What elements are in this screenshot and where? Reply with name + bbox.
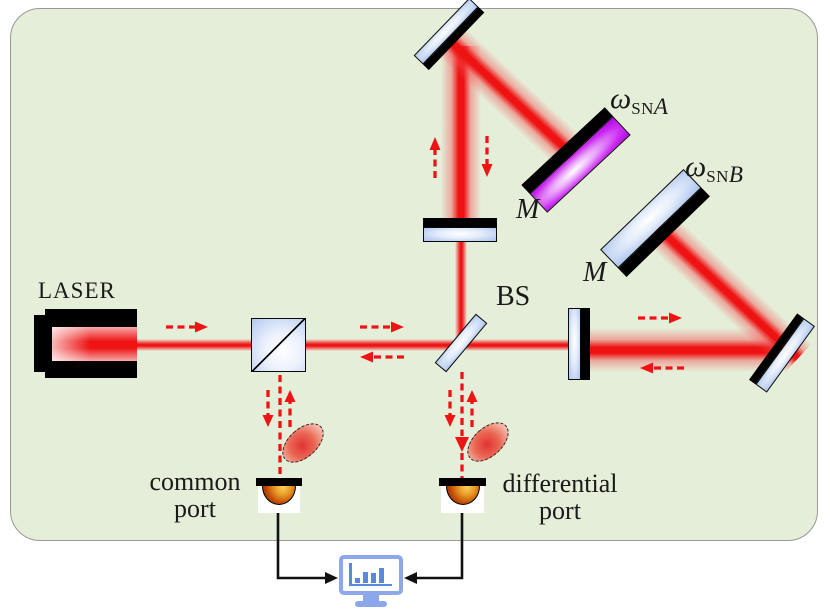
- omega-subscript: SN: [706, 167, 729, 186]
- arrowhead-cable-differential: [404, 572, 417, 584]
- photodetector-common-window: [256, 478, 302, 486]
- chart-bar: [355, 578, 360, 583]
- chart-bar: [371, 573, 376, 583]
- monitor-icon: [339, 555, 403, 595]
- photodetector-differential: [439, 478, 486, 513]
- differential-port-label: differential port: [495, 470, 625, 524]
- laser-label: LASER: [38, 278, 116, 303]
- input-mirror-b-coating: [581, 308, 590, 380]
- omega-suffix: A: [653, 94, 668, 119]
- photodetector-common: [256, 478, 302, 513]
- common-port-line1: common: [149, 467, 241, 496]
- photodetector-differential-window: [439, 478, 486, 486]
- chart-bar: [379, 568, 384, 583]
- input-mirror-a-glass: [423, 227, 497, 242]
- mirror-b-label: M: [583, 257, 607, 288]
- common-port-label: common port: [145, 468, 245, 522]
- omega-symbol: ω: [685, 150, 707, 183]
- beam-laser-to-cube: [134, 339, 256, 351]
- differential-port-line2: port: [539, 496, 581, 525]
- arrowhead-cable-common: [325, 572, 338, 584]
- chart-x-axis: [349, 583, 392, 586]
- common-port-line2: port: [174, 494, 216, 523]
- monitor-stand-base: [355, 601, 387, 607]
- chart-bar: [363, 572, 368, 583]
- beamsplitter-cube: [251, 318, 306, 372]
- beam-cube-to-bs: [303, 339, 458, 351]
- laser-aperture-glow: [52, 327, 137, 361]
- differential-port-line1: differential: [502, 469, 618, 498]
- mirror-a-frequency-label: ωSNA: [610, 82, 668, 119]
- laser-rear-cap: [34, 315, 47, 372]
- photodetector-differential-dome: [445, 486, 480, 505]
- chart-y-axis: [349, 563, 352, 586]
- input-mirror-b-glass: [568, 308, 581, 380]
- mirror-b-frequency-label: ωSNB: [685, 150, 743, 187]
- bar-chart-icon: [343, 559, 399, 591]
- omega-suffix: B: [728, 162, 743, 187]
- photodetector-common-dome: [262, 486, 296, 505]
- input-mirror-a-coating: [423, 218, 497, 227]
- omega-symbol: ω: [610, 82, 632, 115]
- omega-subscript: SN: [631, 99, 654, 118]
- bs-label: BS: [496, 281, 531, 312]
- beam-bs-to-input-a: [455, 241, 467, 347]
- mirror-a-label: M: [516, 194, 540, 225]
- monitor-stand-neck: [363, 594, 379, 601]
- beam-bs-to-input-b: [466, 339, 570, 351]
